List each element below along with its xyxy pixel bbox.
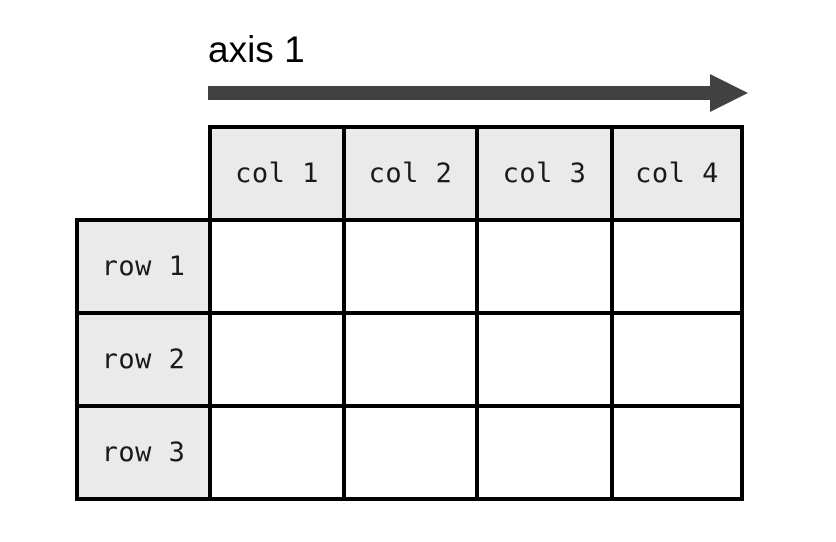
data-cell: [342, 218, 479, 315]
data-cell: [610, 218, 744, 315]
column-header-cell: col 1: [208, 125, 346, 222]
row-header-cell: row 2: [75, 311, 212, 408]
data-cell: [342, 311, 479, 408]
data-cell: [208, 311, 346, 408]
data-cell: [610, 311, 744, 408]
row-header-cell: row 1: [75, 218, 212, 315]
data-cell: [342, 404, 479, 501]
column-header-label: col 4: [635, 158, 719, 189]
axis-arrow-icon: [208, 74, 748, 112]
row-header-cell: row 3: [75, 404, 212, 501]
data-cell: [208, 218, 346, 315]
data-cell: [475, 218, 614, 315]
column-header-cell: col 3: [475, 125, 614, 222]
data-cell: [610, 404, 744, 501]
row-header-label: row 1: [101, 251, 186, 282]
column-header-cell: col 2: [342, 125, 479, 222]
column-header-label: col 2: [368, 158, 453, 189]
column-header-cell: col 4: [610, 125, 744, 222]
data-cell: [208, 404, 346, 501]
data-grid: col 1 col 2 col 3 col 4 row 1 row 2: [75, 125, 744, 510]
row-header-label: row 2: [101, 344, 186, 375]
row-header-label: row 3: [101, 437, 186, 468]
column-header-label: col 1: [235, 158, 319, 189]
data-cell: [475, 311, 614, 408]
axis-label: axis 1: [208, 29, 305, 70]
column-header-label: col 3: [502, 158, 587, 189]
data-cell: [475, 404, 614, 501]
